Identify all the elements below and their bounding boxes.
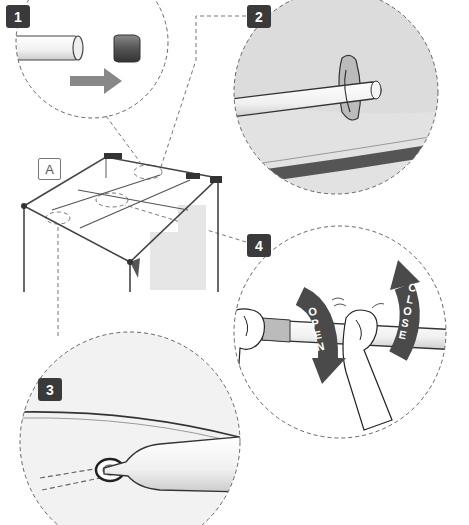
canopy-frame [21,153,222,292]
callout-number: 3 [38,378,62,401]
grommet-detail [15,330,255,525]
callout-number: 4 [247,234,271,257]
part-label-box: A [38,158,61,180]
callout-text: 2 [255,9,263,25]
callout-text: A [45,162,54,177]
twist-lock-detail [226,260,460,430]
strap-detail [220,0,460,200]
callout-text: 3 [46,382,54,398]
callout-number: 1 [6,5,30,28]
callout-text: 4 [255,238,263,254]
callout-text: 1 [14,9,22,25]
callout-number: 2 [247,5,271,28]
leader-lines [46,16,246,336]
